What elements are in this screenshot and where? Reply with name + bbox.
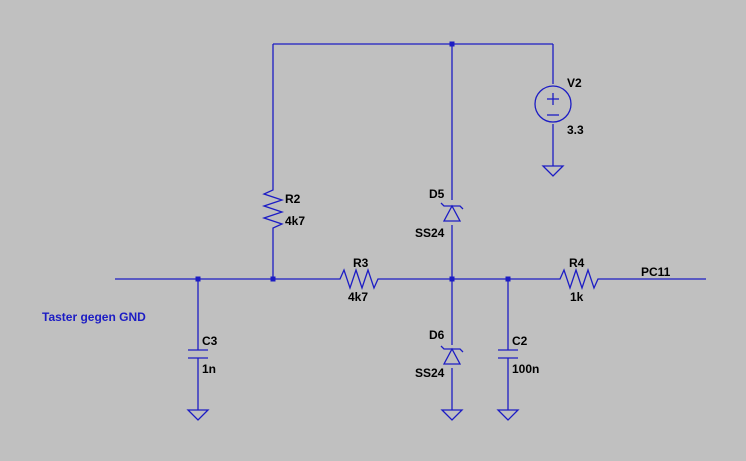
comment-taster: Taster gegen GND [42, 310, 146, 324]
d5-name: D5 [429, 187, 445, 201]
junctions [195, 41, 511, 282]
junction-dot [195, 276, 201, 282]
r4-name: R4 [569, 256, 585, 270]
junction-dot [449, 276, 455, 282]
c3-value: 1n [202, 362, 216, 376]
d6-name: D6 [429, 328, 445, 342]
diode-d6[interactable] [440, 345, 464, 365]
voltage-source-v2[interactable] [534, 85, 572, 123]
r3-value: 4k7 [348, 290, 368, 304]
c3-name: C3 [202, 334, 218, 348]
v2-value: 3.3 [567, 123, 584, 137]
d6-value: SS24 [415, 366, 445, 380]
wires [115, 43, 706, 410]
resistor-r4[interactable] [555, 267, 605, 291]
ground-icon [541, 165, 565, 177]
diode-d5[interactable] [440, 202, 464, 222]
capacitor-c3[interactable] [188, 349, 208, 359]
resistor-r2[interactable] [261, 185, 285, 233]
v2-name: V2 [567, 76, 582, 90]
ground-icon [440, 409, 464, 421]
r4-value: 1k [570, 290, 584, 304]
c2-name: C2 [512, 334, 528, 348]
c2-value: 100n [512, 362, 539, 376]
r2-value: 4k7 [285, 214, 305, 228]
junction-dot [505, 276, 511, 282]
junction-dot [270, 276, 276, 282]
ground-icon [496, 409, 520, 421]
d5-value: SS24 [415, 226, 445, 240]
r2-name: R2 [285, 192, 301, 206]
resistor-r3[interactable] [335, 267, 385, 291]
capacitor-c2[interactable] [498, 349, 518, 359]
net-label-pc11: PC11 [641, 265, 671, 279]
r3-name: R3 [353, 256, 369, 270]
ground-icon [186, 409, 210, 421]
junction-dot [449, 41, 455, 47]
